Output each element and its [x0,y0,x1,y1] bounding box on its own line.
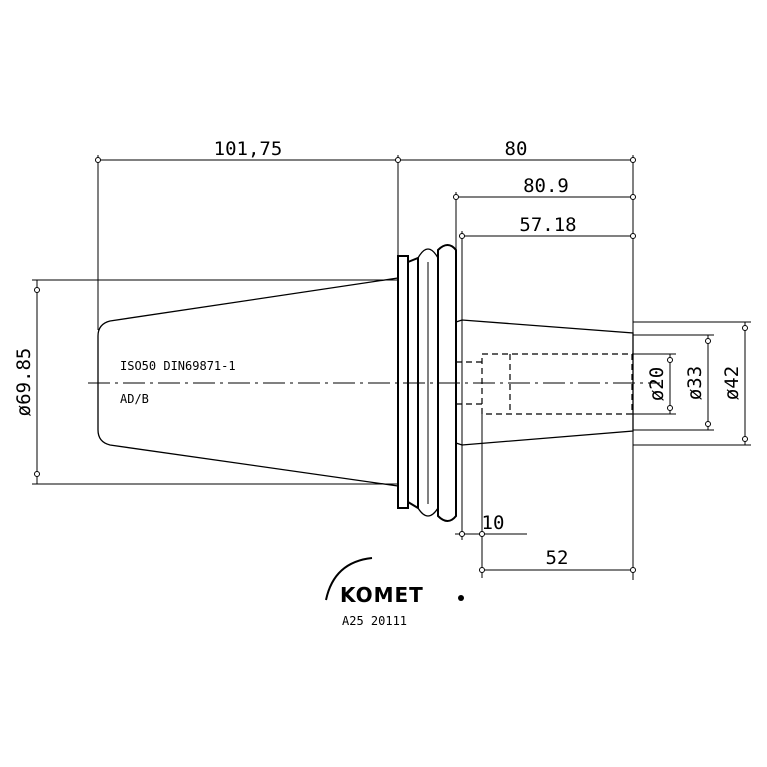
dimension-ticks [34,157,748,573]
dim-bore-to-end: 57.18 [519,214,576,236]
komet-logo: KOMET [325,557,464,607]
standard-label: ISO50 DIN69871-1 [120,359,236,373]
dim-bore-d20: ø20 [646,367,668,401]
dim-small-offset: 10 [482,512,505,534]
flange-mid [407,256,419,510]
dim-taper-diameter: ø69.85 [13,348,35,417]
logo-registered-dot [458,595,464,601]
form-label: AD/B [120,392,149,406]
dim-bore-d33: ø33 [684,366,706,400]
dim-total-right: 80 [505,138,528,160]
flange-left [397,255,409,509]
inner-bore [481,353,633,415]
logo-arc [325,557,373,601]
taper-body [97,277,399,487]
dim-flange-to-end: 80.9 [523,175,569,197]
part-number: A25 20111 [342,614,407,628]
dim-outer-d42: ø42 [721,366,743,400]
dim-inner-depth: 52 [546,547,569,569]
logo-brand: KOMET [340,583,424,607]
flange-right [437,244,457,522]
dim-taper-length: 101,75 [214,138,283,160]
